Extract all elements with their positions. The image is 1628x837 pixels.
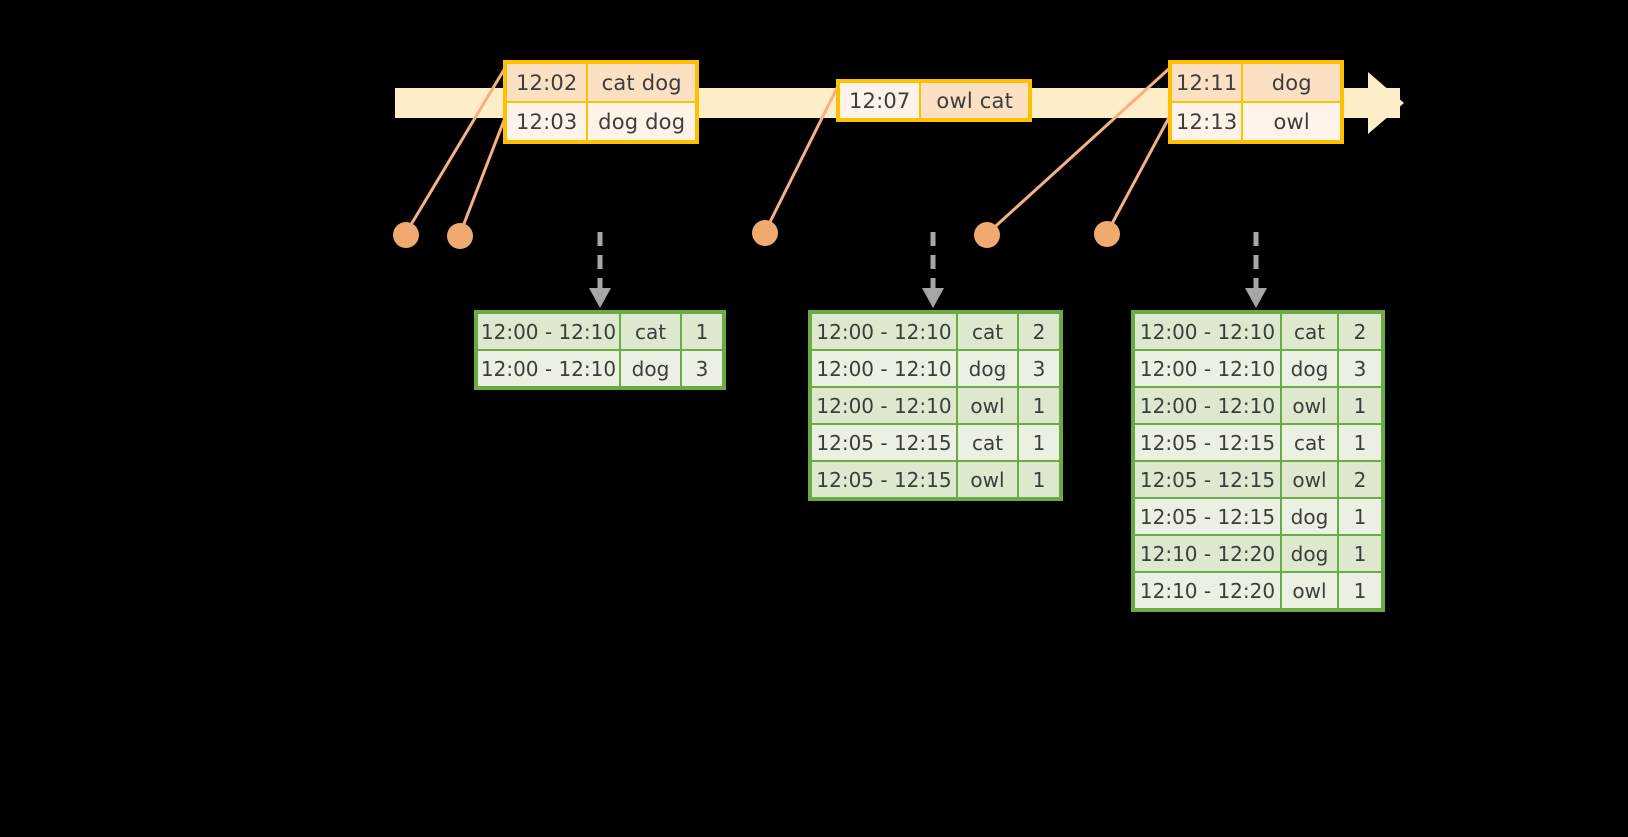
word-cell: cat: [957, 424, 1018, 461]
event-box-2: 12:07 owl cat: [836, 79, 1032, 122]
count-cell: 1: [1018, 424, 1060, 461]
window-range-cell: 12:00 - 12:10: [811, 350, 957, 387]
window-range-cell: 12:10 - 12:20: [1134, 535, 1281, 572]
event-row: 12:02 cat dog: [506, 63, 696, 102]
word-cell: owl: [957, 387, 1018, 424]
event-box-3: 12:11 dog 12:13 owl: [1168, 60, 1344, 144]
word-cell: owl: [957, 461, 1018, 498]
count-cell: 1: [1018, 387, 1060, 424]
event-row: 12:03 dog dog: [506, 102, 696, 141]
window-range-cell: 12:05 - 12:15: [1134, 498, 1281, 535]
word-cell: dog: [1281, 535, 1338, 572]
connector-dot-2: [447, 223, 473, 249]
word-cell: owl: [1281, 572, 1338, 609]
event-time: 12:13: [1171, 102, 1243, 141]
connector-dot-1: [393, 222, 419, 248]
dashed-arrow-3: [1245, 232, 1267, 308]
dashed-arrow-2: [922, 232, 944, 308]
word-cell: owl: [1281, 387, 1338, 424]
word-cell: cat: [1281, 313, 1338, 350]
window-range-cell: 12:00 - 12:10: [811, 313, 957, 350]
count-cell: 1: [1338, 498, 1382, 535]
event-words: owl: [1242, 102, 1341, 141]
count-cell: 3: [1018, 350, 1060, 387]
connector-dot-4: [974, 222, 1000, 248]
event-words: dog: [1242, 63, 1341, 102]
word-cell: cat: [1281, 424, 1338, 461]
word-cell: dog: [620, 350, 681, 387]
connector-line-2: [458, 109, 510, 235]
count-cell: 3: [1338, 350, 1382, 387]
word-cell: dog: [1281, 350, 1338, 387]
connector-dot-3: [752, 220, 778, 246]
count-cell: 1: [681, 313, 723, 350]
window-range-cell: 12:00 - 12:10: [1134, 313, 1281, 350]
window-range-cell: 12:00 - 12:10: [1134, 350, 1281, 387]
window-range-cell: 12:05 - 12:15: [1134, 424, 1281, 461]
window-range-cell: 12:00 - 12:10: [1134, 387, 1281, 424]
count-cell: 3: [681, 350, 723, 387]
word-cell: dog: [957, 350, 1018, 387]
dashed-arrow-1: [589, 232, 611, 308]
count-cell: 1: [1338, 424, 1382, 461]
word-cell: dog: [1281, 498, 1338, 535]
count-cell: 1: [1018, 461, 1060, 498]
count-cell: 1: [1338, 387, 1382, 424]
event-time: 12:07: [839, 82, 921, 119]
event-row: 12:11 dog: [1171, 63, 1341, 102]
event-words: cat dog: [587, 63, 696, 102]
window-range-cell: 12:05 - 12:15: [811, 461, 957, 498]
count-cell: 2: [1338, 461, 1382, 498]
count-cell: 2: [1338, 313, 1382, 350]
connector-dot-5: [1094, 221, 1120, 247]
count-cell: 1: [1338, 572, 1382, 609]
window-range-cell: 12:00 - 12:10: [477, 313, 620, 350]
count-cell: 1: [1338, 535, 1382, 572]
event-time: 12:03: [506, 102, 588, 141]
word-cell: cat: [957, 313, 1018, 350]
word-cell: cat: [620, 313, 681, 350]
event-words: dog dog: [587, 102, 696, 141]
window-range-cell: 12:00 - 12:10: [811, 387, 957, 424]
event-time: 12:02: [506, 63, 588, 102]
count-cell: 2: [1018, 313, 1060, 350]
word-cell: owl: [1281, 461, 1338, 498]
event-time: 12:11: [1171, 63, 1243, 102]
window-range-cell: 12:05 - 12:15: [811, 424, 957, 461]
event-row: 12:07 owl cat: [839, 82, 1029, 119]
event-row: 12:13 owl: [1171, 102, 1341, 141]
window-range-cell: 12:00 - 12:10: [477, 350, 620, 387]
window-range-cell: 12:05 - 12:15: [1134, 461, 1281, 498]
event-box-1: 12:02 cat dog 12:03 dog dog: [503, 60, 699, 144]
window-range-cell: 12:10 - 12:20: [1134, 572, 1281, 609]
event-words: owl cat: [920, 82, 1029, 119]
connector-line-5: [1105, 111, 1174, 234]
